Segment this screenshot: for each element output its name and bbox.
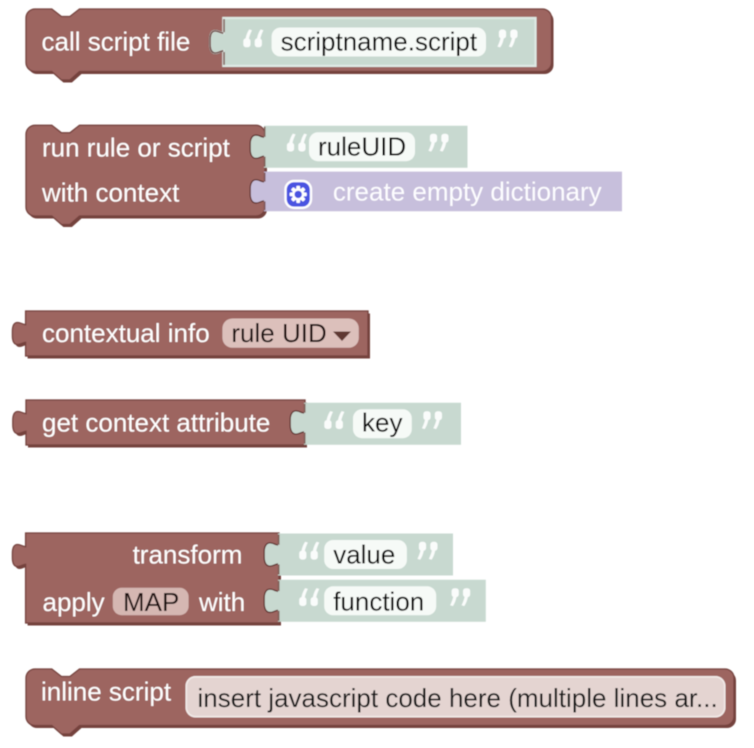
svg-text:rule UID: rule UID <box>231 318 326 348</box>
svg-text:function: function <box>333 587 424 617</box>
svg-text:with: with <box>198 587 245 617</box>
svg-text:ruleUID: ruleUID <box>318 132 406 162</box>
svg-text:apply: apply <box>43 587 105 617</box>
svg-text:create empty dictionary: create empty dictionary <box>333 177 602 207</box>
svg-text:with context: with context <box>41 177 180 207</box>
svg-text:value: value <box>333 540 395 570</box>
svg-text:MAP: MAP <box>123 587 179 617</box>
svg-text:scriptname.script: scriptname.script <box>281 27 478 57</box>
svg-text:contextual info: contextual info <box>42 318 210 348</box>
svg-text:insert javascript code here (m: insert javascript code here (multiple li… <box>198 683 718 713</box>
svg-text:inline script: inline script <box>41 676 172 706</box>
svg-text:transform: transform <box>133 540 243 570</box>
svg-text:call script file: call script file <box>42 27 191 57</box>
svg-text:run rule or script: run rule or script <box>42 133 231 163</box>
svg-text:get context attribute: get context attribute <box>42 408 270 438</box>
svg-text:key: key <box>362 408 402 438</box>
